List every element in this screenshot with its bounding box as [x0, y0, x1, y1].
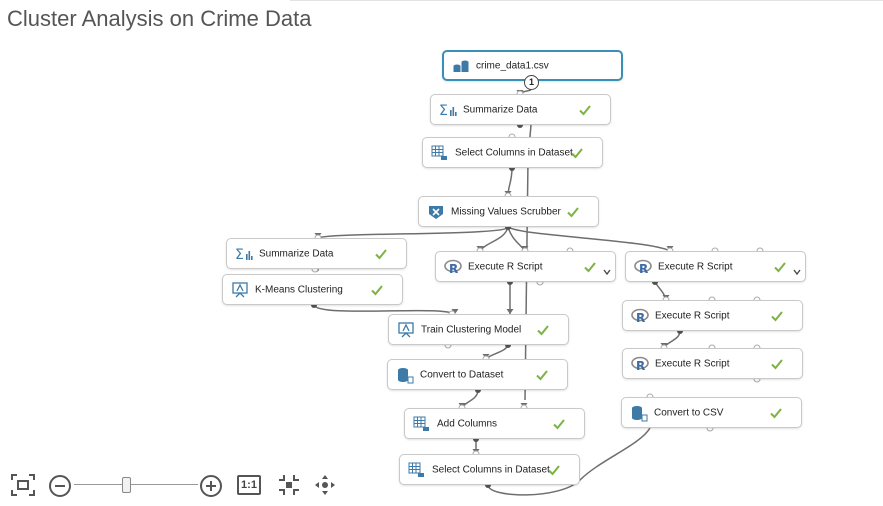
module-label: Select Columns in Dataset	[455, 147, 573, 158]
svg-text:R: R	[639, 262, 648, 276]
check-icon	[770, 357, 784, 371]
svg-text:Σ: Σ	[439, 103, 448, 119]
clustering-icon	[397, 321, 415, 339]
select-columns-icon	[431, 144, 449, 162]
module-kmeans-clustering[interactable]: K-Means Clustering	[222, 274, 403, 305]
actual-size-button[interactable]: 1:1	[237, 475, 261, 495]
check-icon	[535, 368, 549, 382]
module-label: Execute R Script	[658, 261, 733, 272]
module-train-clustering-model[interactable]: Train Clustering Model	[388, 314, 569, 345]
check-icon	[570, 146, 584, 160]
zoom-out-icon[interactable]	[48, 474, 72, 498]
zoom-slider-track[interactable]	[74, 484, 198, 485]
module-label: Select Columns in Dataset	[432, 464, 550, 475]
r-script-icon: R	[631, 355, 649, 373]
r-script-icon: R	[634, 258, 652, 276]
check-icon	[583, 260, 597, 274]
module-missing-values-scrubber[interactable]: Missing Values Scrubber	[418, 196, 599, 227]
zoom-in-icon[interactable]	[199, 474, 223, 498]
scrubber-icon	[427, 203, 445, 221]
summarize-icon: Σ	[235, 245, 253, 263]
module-label: Summarize Data	[259, 248, 334, 259]
r-script-icon: R	[444, 258, 462, 276]
zoom-slider-thumb[interactable]	[122, 477, 131, 493]
convert-icon	[396, 366, 414, 384]
select-columns-icon	[408, 461, 426, 479]
module-label: Convert to Dataset	[420, 369, 504, 380]
connection-arrow	[451, 309, 459, 314]
check-icon	[769, 406, 783, 420]
module-execute-r-script-3[interactable]: R Execute R Script	[622, 300, 803, 331]
module-label: Execute R Script	[468, 261, 543, 272]
select-columns-icon	[413, 415, 431, 433]
module-summarize-data-2[interactable]: Σ Summarize Data	[226, 238, 407, 269]
module-label: Execute R Script	[655, 310, 730, 321]
fit-screen-icon[interactable]	[11, 474, 35, 496]
module-label: crime_data1.csv	[476, 60, 549, 71]
experiment-title: Cluster Analysis on Crime Data	[7, 6, 312, 31]
convert-icon	[630, 404, 648, 422]
check-icon	[578, 103, 592, 117]
module-execute-r-script-2[interactable]: R Execute R Script	[625, 251, 806, 282]
module-label: K-Means Clustering	[255, 284, 343, 295]
connection-wire	[663, 330, 681, 349]
svg-text:R: R	[449, 262, 458, 276]
chevron-down-icon[interactable]	[603, 263, 611, 275]
check-icon	[370, 283, 384, 297]
check-icon	[536, 323, 550, 337]
svg-text:Σ: Σ	[235, 247, 244, 263]
output-count-badge[interactable]: 1	[524, 75, 539, 90]
dataset-icon	[452, 57, 470, 75]
summarize-icon: Σ	[439, 101, 457, 119]
r-script-icon: R	[631, 307, 649, 325]
clustering-icon	[231, 281, 249, 299]
module-select-columns-2[interactable]: Select Columns in Dataset	[399, 454, 580, 485]
top-divider	[290, 0, 883, 1]
module-label: Convert to CSV	[654, 407, 724, 418]
connection-wire	[485, 344, 509, 360]
minimap-icon[interactable]	[278, 474, 300, 496]
module-select-columns[interactable]: Select Columns in Dataset	[422, 137, 603, 168]
svg-text:R: R	[636, 311, 645, 325]
check-icon	[770, 309, 784, 323]
module-execute-r-script-1[interactable]: R Execute R Script	[435, 251, 616, 282]
module-execute-r-script-4[interactable]: R Execute R Script	[622, 348, 803, 379]
check-icon	[547, 463, 561, 477]
module-label: Train Clustering Model	[421, 324, 522, 335]
module-label: Summarize Data	[463, 104, 538, 115]
connection-wire	[461, 389, 479, 409]
module-label: Missing Values Scrubber	[451, 206, 561, 217]
svg-text:R: R	[636, 359, 645, 373]
module-convert-to-csv[interactable]: Convert to CSV	[621, 397, 802, 428]
check-icon	[566, 205, 580, 219]
check-icon	[773, 260, 787, 274]
module-label: Add Columns	[437, 418, 498, 429]
connection-wire	[507, 226, 671, 252]
module-convert-to-dataset[interactable]: Convert to Dataset	[387, 359, 568, 390]
chevron-down-icon[interactable]	[793, 263, 801, 275]
module-label: Execute R Script	[655, 358, 730, 369]
connection-arrow	[506, 309, 514, 314]
module-add-columns[interactable]: Add Columns	[404, 408, 585, 439]
module-summarize-data[interactable]: Σ Summarize Data	[430, 94, 611, 125]
connection-wire	[317, 226, 509, 239]
pan-icon[interactable]	[314, 474, 336, 496]
connection-wire	[313, 304, 456, 315]
check-icon	[374, 247, 388, 261]
check-icon	[552, 417, 566, 431]
